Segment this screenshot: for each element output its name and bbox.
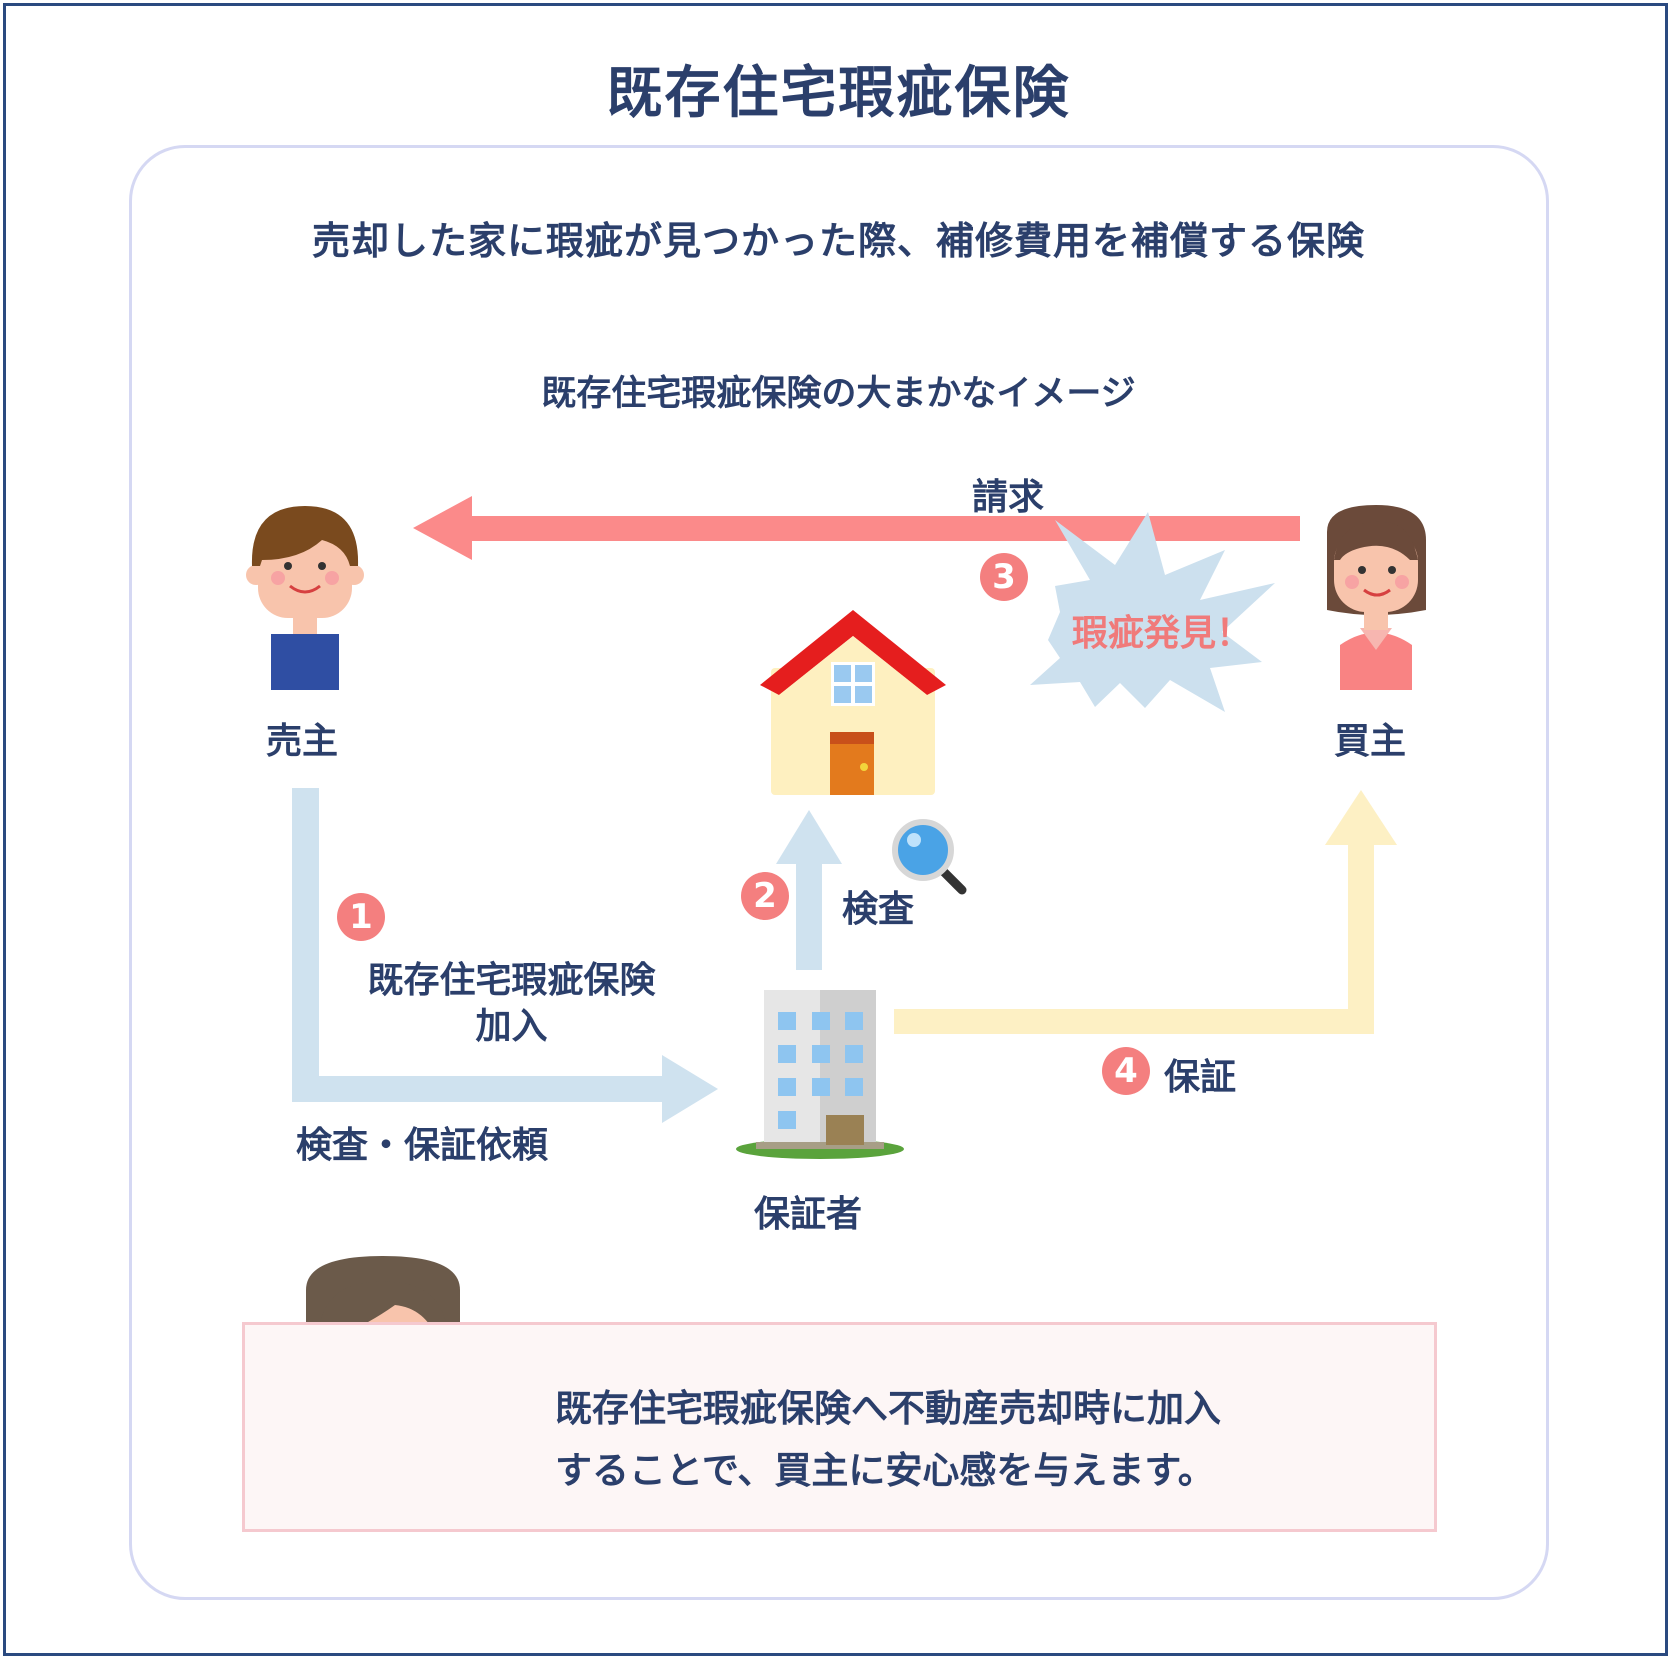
diagram-title: 既存住宅瑕疵保険の大まかなイメージ [541,374,1136,414]
claim-arrow [413,496,1300,560]
step-3-badge: 3 [980,553,1028,601]
step-1-text: 既存住宅瑕疵保険 加入 [334,958,689,1050]
seller-icon [246,506,364,690]
note-box [242,1322,1437,1532]
step-1-badge: 1 [337,893,385,941]
inspection-arrow [776,810,842,970]
seller-label: 売主 [266,721,339,762]
outer-frame [3,3,1668,1656]
note-line-2: することで、買主に安心感を与えます。 [555,1449,1215,1492]
guarantee-arrow [894,790,1397,1034]
content-panel [129,145,1549,1600]
step-1-arrow-label: 検査・保証依頼 [296,1125,549,1166]
step-1-line-1: 既存住宅瑕疵保険 [367,960,656,1001]
request-arrow [292,788,718,1123]
defect-burst-shape [1030,512,1275,712]
step-2-badge: 2 [741,872,789,920]
step-3-label: 請求 [972,477,1045,518]
step-2-label: 検査 [842,889,915,930]
house-icon [760,610,946,795]
step-1-line-2: 加入 [475,1006,548,1047]
guarantor-label: 保証者 [754,1194,863,1235]
note-text: 既存住宅瑕疵保険へ不動産売却時に加入 することで、買主に安心感を与えます。 [555,1378,1221,1502]
step-4-badge: 4 [1102,1047,1150,1095]
step-4-label: 保証 [1164,1057,1237,1098]
magnifier-icon [892,819,967,895]
note-line-1: 既存住宅瑕疵保険へ不動産売却時に加入 [555,1387,1221,1430]
buyer-icon [1327,505,1426,690]
page-title: 既存住宅瑕疵保険 [606,61,1071,126]
subtitle: 売却した家に瑕疵が見つかった際、補修費用を補償する保険 [311,219,1365,263]
buyer-label: 買主 [1334,721,1407,762]
defect-found-text: 瑕疵発見！ [1072,613,1253,654]
guarantor-building-icon [736,990,904,1159]
